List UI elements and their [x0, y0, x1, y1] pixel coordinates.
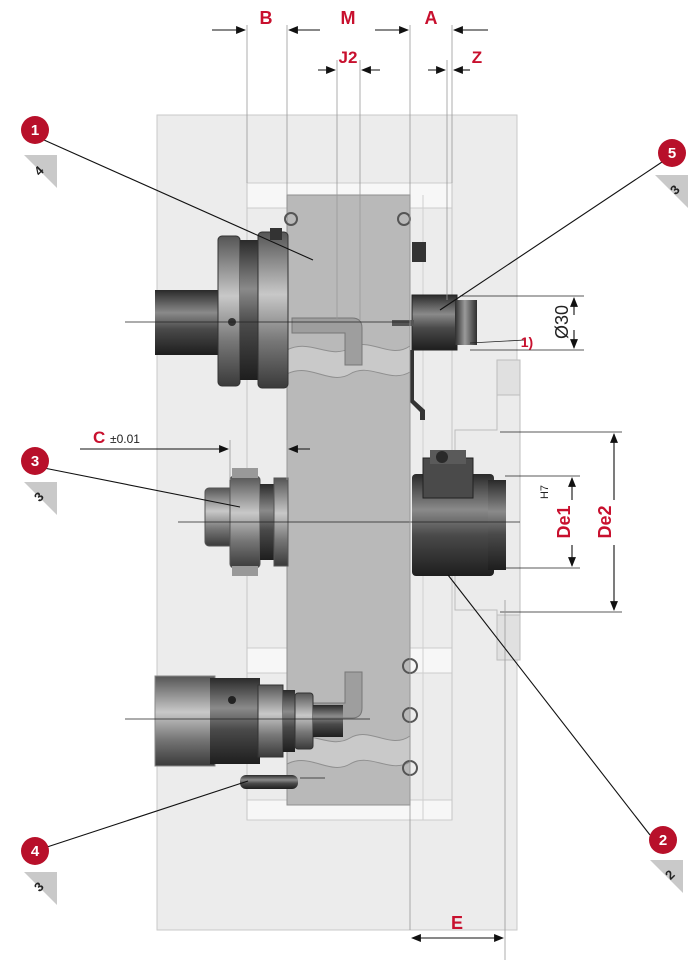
dim-c-label: C	[93, 428, 105, 447]
dim-j2-label: J2	[339, 48, 358, 67]
callout-badge	[21, 116, 49, 144]
center-plate	[284, 194, 418, 806]
callout-badge	[658, 139, 686, 167]
callout-1: 4 1	[21, 116, 57, 188]
dim-c-tolerance: ±0.01	[110, 432, 140, 446]
callout-3: 3 3	[21, 447, 57, 515]
dim-m-label: M	[341, 8, 356, 28]
dim-z-label: Z	[472, 48, 482, 67]
dim-a-label: A	[425, 8, 438, 28]
callout-badge	[649, 826, 677, 854]
extension-lines	[229, 25, 506, 960]
svg-text:2: 2	[659, 832, 667, 849]
svg-text:1: 1	[31, 122, 39, 139]
dim-de1-label: De1	[554, 505, 574, 538]
dim-e-label: E	[451, 913, 463, 933]
callout-5: 3 5	[655, 139, 688, 208]
callout-4: 3 4	[21, 837, 57, 905]
view-triangle	[655, 175, 688, 208]
dimension-labels: B M A J2 Z C ±0.01 E 1) Ø30 De1 H7 De2	[93, 8, 615, 933]
view-triangle	[24, 482, 57, 515]
svg-text:5: 5	[668, 145, 676, 162]
note-1-label: 1)	[521, 334, 533, 350]
view-triangle	[650, 860, 683, 893]
mating-part	[412, 450, 506, 576]
svg-text:4: 4	[31, 843, 40, 860]
locating-pin	[240, 775, 298, 789]
centerlines	[125, 295, 622, 779]
view-triangle	[24, 155, 57, 188]
dimension-arrows	[80, 26, 618, 942]
svg-text:3: 3	[31, 453, 39, 470]
dim-phi30-label: Ø30	[552, 305, 572, 339]
callout-badge	[21, 837, 49, 865]
leader-lines	[43, 139, 666, 849]
view-triangle	[24, 872, 57, 905]
upper-coupling	[155, 228, 289, 389]
dim-b-label: B	[260, 8, 273, 28]
callout-badge	[21, 447, 49, 475]
dim-de2-label: De2	[595, 505, 615, 538]
callout-2: 2 2	[649, 826, 683, 893]
sensor	[392, 242, 477, 420]
lower-coupling	[154, 675, 343, 767]
dim-de1-fit: H7	[539, 485, 551, 499]
